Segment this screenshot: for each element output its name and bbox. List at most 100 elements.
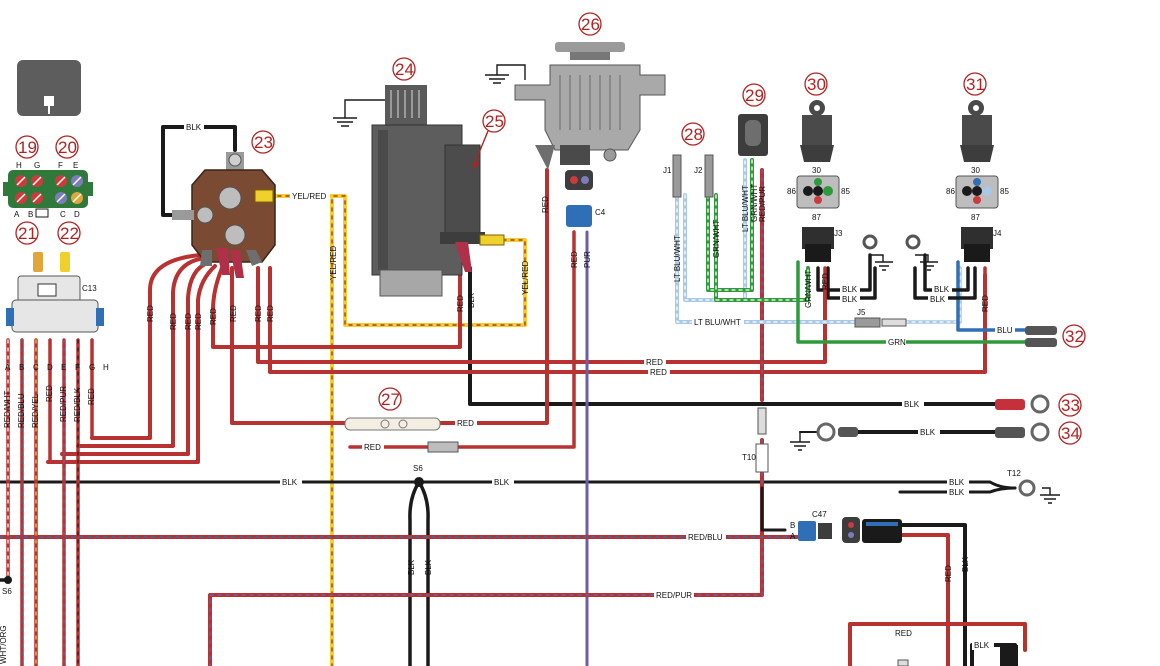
label-red-wht: RED/WHT — [3, 391, 12, 428]
c13-pin-d: D — [47, 363, 53, 372]
label-j1: J1 — [663, 166, 672, 175]
pin-c-label: C — [60, 210, 66, 219]
label-red: RED — [209, 308, 218, 325]
wire-blk-bus-2 — [898, 486, 1017, 494]
wire-yel-red — [268, 194, 527, 666]
relay30-pin-30: 30 — [812, 166, 821, 175]
relay31-pin-85: 85 — [1000, 187, 1009, 196]
alternator: 26 — [514, 12, 666, 170]
terminal-34: 34 — [816, 421, 1082, 445]
label-blk: BLK — [934, 285, 950, 294]
label-blk: BLK — [961, 556, 970, 572]
label-red-blu: RED/BLU — [688, 533, 723, 542]
callout-21: 21 — [18, 224, 37, 243]
wire-blk-solenoid-loop — [161, 125, 237, 217]
label-pur: PUR — [583, 251, 592, 268]
label-red: RED — [254, 305, 263, 322]
lower-right-terminal — [897, 645, 1018, 666]
callout-20: 20 — [58, 138, 77, 157]
relay31-pin-30: 30 — [971, 166, 980, 175]
wire-grn — [796, 260, 1027, 344]
label-red-yel: RED/YEL — [31, 393, 40, 428]
wire-red-c4 — [453, 230, 576, 449]
c13-pin-h: H — [103, 363, 109, 372]
callout-24: 24 — [395, 60, 414, 79]
label-blk: BLK — [920, 428, 936, 437]
label-t10: T10 — [742, 453, 756, 462]
starter-solenoid: 23 — [172, 130, 276, 278]
connector-c13: C13 A B C D E F G H S6 — [2, 275, 109, 596]
terminal-32: 32 — [1025, 324, 1086, 348]
c47-pin-b: B — [790, 521, 795, 530]
label-yel-red-vert: YEL/RED — [329, 246, 338, 280]
terminal-33: 33 — [995, 393, 1082, 417]
callout-34: 34 — [1061, 424, 1080, 443]
callout-29: 29 — [745, 86, 764, 105]
label-c4: C4 — [595, 208, 606, 217]
wire-c47-area — [760, 486, 1027, 666]
label-j5: J5 — [857, 308, 866, 317]
label-blu: BLU — [997, 326, 1013, 335]
label-grn: GRN — [888, 338, 906, 347]
label-j2: J2 — [694, 166, 703, 175]
wires — [0, 125, 1027, 666]
callout-22: 22 — [60, 224, 79, 243]
label-red: RED — [194, 313, 203, 330]
label-grn-wht: GRN/WHT — [804, 270, 813, 308]
label-blk: BLK — [186, 123, 202, 132]
label-red: RED — [456, 295, 465, 312]
label-blk: BLK — [494, 478, 510, 487]
relay30-pin-87: 87 — [812, 213, 821, 222]
pin-h-label: H — [16, 161, 22, 170]
label-grn-wht: GRN/WHT — [712, 220, 721, 258]
label-red: RED — [541, 196, 550, 213]
c13-pin-e: E — [61, 363, 66, 372]
callout-31: 31 — [966, 75, 985, 94]
wire-grn-wht — [706, 158, 810, 302]
callout-26: 27 — [381, 390, 400, 409]
callout-27: 26 — [581, 15, 600, 34]
label-blk: BLK — [930, 295, 946, 304]
label-blk: BLK — [904, 400, 920, 409]
label-red-pur: RED/PUR — [656, 591, 692, 600]
label-t12: T12 — [1007, 469, 1021, 478]
c47-pin-a: A — [790, 532, 796, 541]
label-blk: BLK — [842, 285, 858, 294]
label-red: RED — [821, 273, 830, 290]
pin-b-label: B — [28, 210, 33, 219]
connector-j5: J5 — [854, 308, 907, 328]
relay30-pin-85: 85 — [841, 187, 850, 196]
label-red: RED — [45, 385, 54, 402]
wire-labels: BLK YEL/RED YEL/RED YEL/RED RED BLK RED … — [0, 122, 1015, 664]
label-red: RED — [266, 305, 275, 322]
label-lt-blu-wht: LT BLU/WHT — [673, 235, 682, 282]
label-c47: C47 — [812, 510, 827, 519]
label-red-blk: RED/BLK — [73, 387, 82, 422]
junction-s6: S6 — [413, 464, 424, 487]
label-yel-red-vert-2: YEL/RED — [521, 261, 530, 295]
wire-blk-main — [468, 266, 1007, 406]
pin-e-label: E — [73, 161, 78, 170]
label-lt-blu-wht: LT BLU/WHT — [741, 185, 750, 232]
label-blk: BLK — [974, 641, 990, 650]
label-j3: J3 — [834, 229, 843, 238]
relay-30: 30 30 86 85 87 J3 — [787, 72, 921, 262]
connector-c47: C47 B A — [790, 510, 902, 543]
label-blk: BLK — [467, 292, 476, 308]
c13-pin-c: C — [33, 363, 39, 372]
label-blk: BLK — [842, 295, 858, 304]
label-red: RED — [895, 629, 912, 638]
relay30-pin-86: 86 — [787, 187, 796, 196]
fuse-block: 19 20 H G F E A B C D — [3, 135, 93, 219]
label-blk: BLK — [949, 488, 965, 497]
relay-31: 31 30 86 85 87 J4 — [946, 72, 1009, 262]
label-red: RED — [457, 419, 474, 428]
label-grn-wht: GRN/WHT — [750, 184, 759, 222]
fuses-21-22: 21 22 — [15, 221, 81, 272]
c13-pin-g: G — [89, 363, 95, 372]
label-red: RED — [944, 565, 953, 582]
label-red-pur: RED/PUR — [59, 386, 68, 422]
label-red: RED — [981, 295, 990, 312]
label-red: RED — [184, 313, 193, 330]
